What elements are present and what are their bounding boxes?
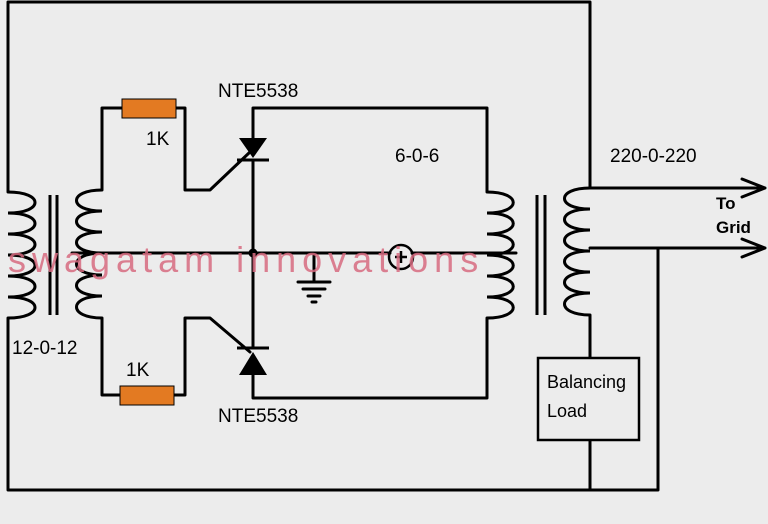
- resistor-bottom-label: 1K: [126, 360, 150, 381]
- ground-symbol: [296, 251, 332, 304]
- scr-bus-top: [251, 106, 489, 194]
- scr-top-label: NTE5538: [218, 81, 298, 102]
- watermark: swagatam innovations: [8, 239, 484, 280]
- scr-top: [237, 138, 269, 162]
- battery-symbol: [387, 243, 415, 271]
- primary-transformer: [7, 188, 103, 320]
- resistor-bottom: [119, 385, 175, 406]
- scr-bus-bottom: [251, 316, 489, 400]
- output-transformer: [486, 186, 591, 320]
- balancing-load-label-2: Load: [547, 401, 587, 421]
- outer-wire-top: [6, 0, 592, 194]
- output-wire-top: [588, 177, 767, 199]
- output-wire-bottom: [588, 237, 767, 259]
- output-transformer-label: 220-0-220: [610, 146, 697, 167]
- outer-wire-bottom: [6, 246, 660, 492]
- resistor-top-label: 1K: [146, 129, 170, 150]
- scr-bottom-label: NTE5538: [218, 406, 298, 427]
- balancing-load-label-1: Balancing: [547, 372, 626, 392]
- to-label: To: [716, 194, 736, 213]
- grid-label: Grid: [716, 218, 751, 237]
- scr-bottom: [237, 346, 269, 375]
- top-resistor-wire: [100, 106, 252, 192]
- bottom-resistor-wire: [100, 316, 252, 397]
- center-junction: [248, 248, 258, 258]
- primary-transformer-label: 12-0-12: [12, 338, 78, 359]
- secondary-label: 6-0-6: [395, 146, 439, 167]
- balancing-load-box: [536, 356, 641, 442]
- resistor-top: [121, 98, 177, 119]
